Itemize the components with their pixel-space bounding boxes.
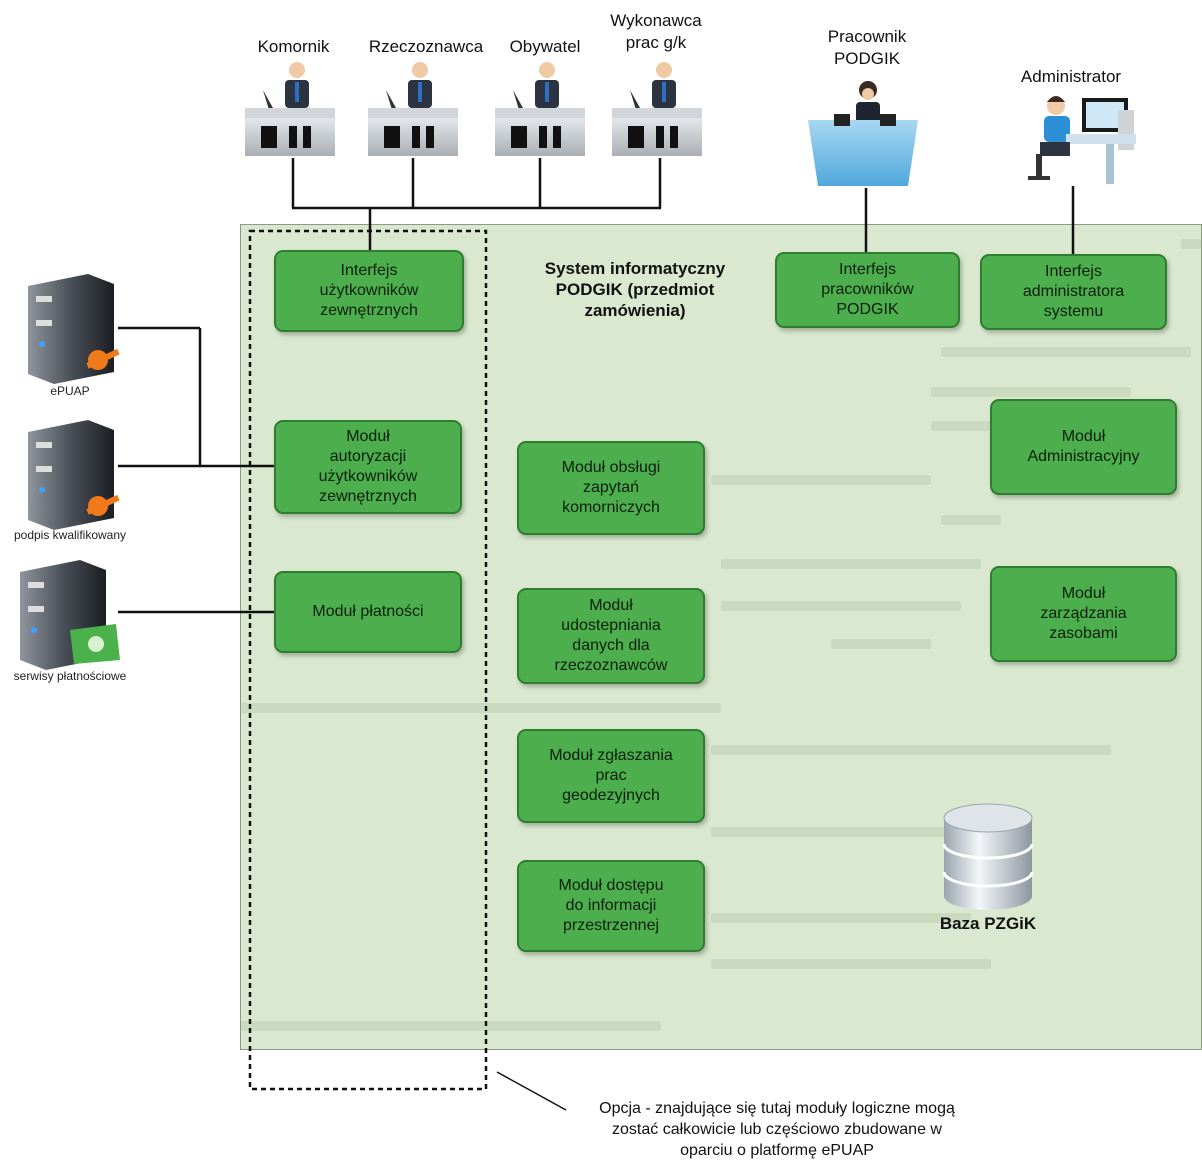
module-label: Moduł Administracyjny: [1027, 428, 1140, 465]
database-label: Baza PZGiK: [939, 914, 1037, 933]
admin-at-computer-icon: [1028, 96, 1136, 184]
optional-note: Opcja - znajdujące się tutaj moduły logi…: [599, 1100, 955, 1159]
ghost-line: [1181, 239, 1201, 249]
ghost-line: [941, 515, 1001, 525]
actor-label-administrator: Administrator: [1020, 67, 1122, 86]
module-label: Moduł udostepniania danych dla rzeczozna…: [554, 597, 668, 674]
user-at-desk-icon: [368, 62, 458, 156]
actor-label-komornik: Komornik: [257, 37, 330, 56]
ghost-line: [721, 601, 961, 611]
actor-label-rzeczoznawca: Rzeczoznawca: [368, 37, 484, 56]
module-interfejs-zewnetrznych: Interfejs użytkowników zewnętrznych: [274, 250, 464, 332]
module-autoryzacji: Moduł autoryzacji użytkowników zewnętrzn…: [274, 420, 462, 514]
ghost-line: [711, 475, 931, 485]
module-zarzadzania-zasobami: Moduł zarządzania zasobami: [990, 566, 1177, 662]
system-title: System informatyczny PODGIK (przedmiot z…: [544, 259, 726, 320]
ghost-line: [711, 913, 971, 923]
module-label: Interfejs użytkowników zewnętrznych: [319, 262, 419, 319]
user-at-desk-icon: [495, 62, 585, 156]
actor-label-wykonawca: Wykonawca prac g/k: [610, 11, 702, 52]
ghost-line: [241, 703, 721, 713]
payment-server-icon: [20, 560, 120, 670]
qualified-signature-server-icon: [28, 420, 120, 530]
user-at-desk-icon: [245, 62, 335, 156]
module-label: Interfejs administratora systemu: [1022, 263, 1125, 320]
module-label: Interfejs pracowników PODGIK: [821, 261, 914, 318]
office-worker-icon: [808, 81, 918, 186]
user-at-desk-icon: [612, 62, 702, 156]
module-label: Moduł zarządzania zasobami: [1040, 585, 1127, 642]
ghost-line: [931, 387, 1131, 397]
module-label: Moduł dostępu do informacji przestrzenne…: [558, 877, 664, 934]
ghost-line: [941, 347, 1191, 357]
module-label: Moduł obsługi zapytań komorniczych: [561, 459, 661, 516]
module-interfejs-administratora: Interfejs administratora systemu: [980, 254, 1167, 330]
module-administracyjny: Moduł Administracyjny: [990, 399, 1177, 495]
module-platnosci: Moduł płatności: [274, 571, 462, 653]
ghost-line: [711, 745, 1111, 755]
module-label: Moduł autoryzacji użytkowników zewnętrzn…: [318, 428, 418, 505]
module-obslugi-zapytan-komorniczych: Moduł obsługi zapytań komorniczych: [517, 441, 705, 535]
optional-region: [248, 229, 488, 1091]
epuap-server-icon: [28, 274, 120, 384]
actor-label-obywatel: Obywatel: [509, 37, 581, 56]
ghost-line: [711, 827, 971, 837]
module-label: Moduł płatności: [312, 603, 424, 620]
ghost-line: [241, 1021, 661, 1031]
ghost-line: [721, 559, 981, 569]
ghost-line: [711, 959, 991, 969]
module-label: Moduł zgłaszania prac geodezyjnych: [549, 747, 673, 804]
module-zglaszania-prac: Moduł zgłaszania prac geodezyjnych: [517, 729, 705, 823]
module-udostepniania-rzeczoznawcow: Moduł udostepniania danych dla rzeczozna…: [517, 588, 705, 684]
module-dostepu-informacji: Moduł dostępu do informacji przestrzenne…: [517, 860, 705, 952]
server-label-epuap: ePUAP: [50, 384, 90, 398]
actor-label-pracownik: Pracownik PODGIK: [827, 27, 907, 68]
server-label-podpis: podpis kwalifikowany: [13, 528, 127, 542]
server-label-platnosci: serwisy płatnościowe: [13, 669, 127, 683]
module-interfejs-pracownikow: Interfejs pracowników PODGIK: [775, 252, 960, 328]
ghost-line: [931, 421, 991, 431]
ghost-line: [831, 639, 931, 649]
